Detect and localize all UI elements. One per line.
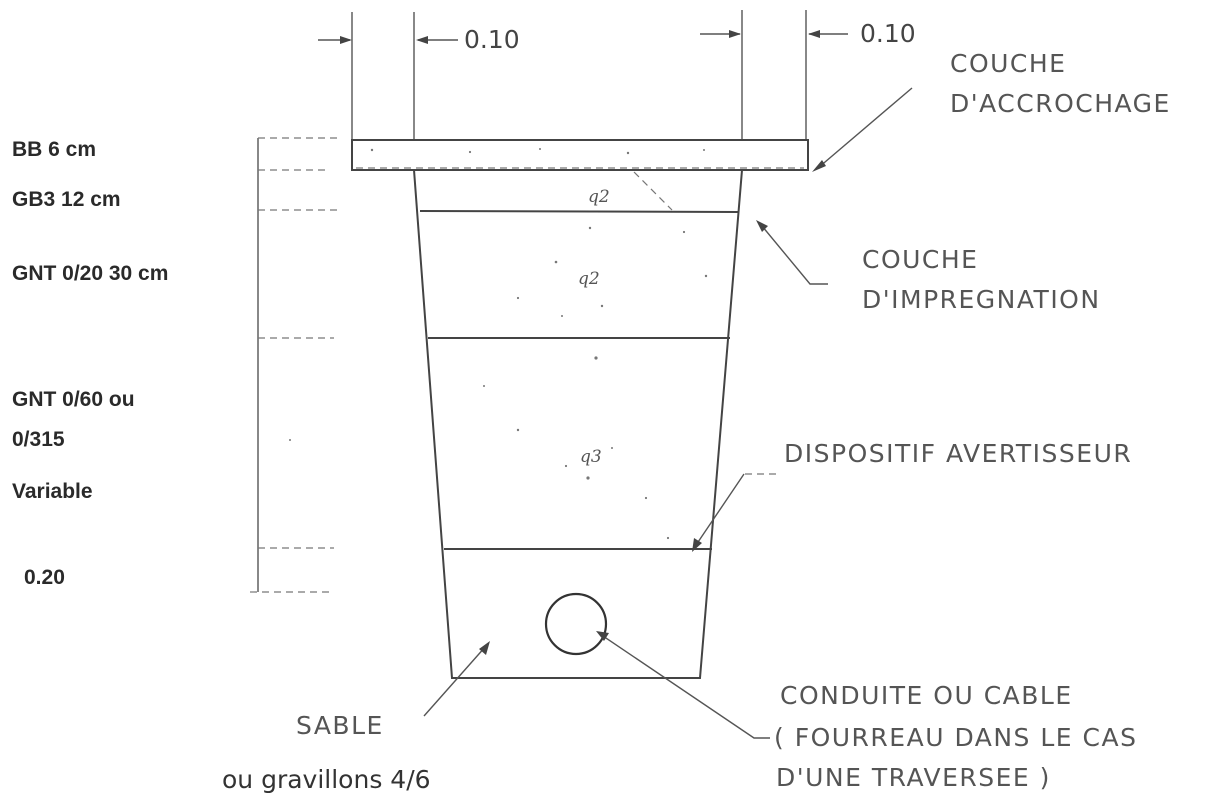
- label-bb: BB 6 cm: [12, 138, 96, 161]
- callout-couche-accrochage-line1: COUCHE: [950, 49, 1066, 78]
- dimension-left-offset: 0.10: [464, 25, 520, 54]
- callout-couche-impregnation-line2: D'IMPREGNATION: [862, 285, 1101, 314]
- trench-body: [351, 139, 809, 679]
- callout-sable: SABLE: [296, 711, 384, 740]
- aggregate-speckles: [289, 148, 708, 540]
- callout-gravillons: ou gravillons 4/6: [222, 765, 431, 794]
- label-gnt-0-60-line1: GNT 0/60 ou: [12, 388, 135, 411]
- label-gnt-0-20: GNT 0/20 30 cm: [12, 262, 168, 285]
- thickness-ruler: [250, 137, 340, 593]
- top-dimension-lines: [318, 10, 848, 140]
- callout-conduite-line2: ( FOURREAU DANS LE CAS: [774, 723, 1137, 752]
- conduit-circle: [544, 592, 608, 656]
- dimension-right-offset: 0.10: [860, 19, 916, 48]
- label-variable: Variable: [12, 480, 93, 503]
- trench-walls: [413, 169, 743, 679]
- label-sand-thickness: 0.20: [24, 566, 65, 589]
- callout-leaders: [423, 87, 913, 739]
- gb3-bottom-line: [419, 210, 739, 213]
- callout-couche-accrochage-line2: D'ACCROCHAGE: [950, 89, 1171, 118]
- layer-mark-gb3: q2: [588, 187, 610, 207]
- callout-conduite-line1: CONDUITE OU CABLE: [780, 681, 1073, 710]
- callout-couche-impregnation-line1: COUCHE: [862, 245, 978, 274]
- label-gb3: GB3 12 cm: [12, 188, 121, 211]
- label-gnt-0-60-line2: 0/315: [12, 428, 65, 451]
- callout-dispositif-avertisseur: DISPOSITIF AVERTISSEUR: [784, 439, 1132, 468]
- callout-conduite-line3: D'UNE TRAVERSEE ): [776, 763, 1051, 792]
- layer-mark-gnt-0-60: q3: [580, 447, 602, 467]
- bb-surface-layer: [351, 139, 809, 171]
- layer-mark-gnt-0-20: q2: [578, 269, 600, 289]
